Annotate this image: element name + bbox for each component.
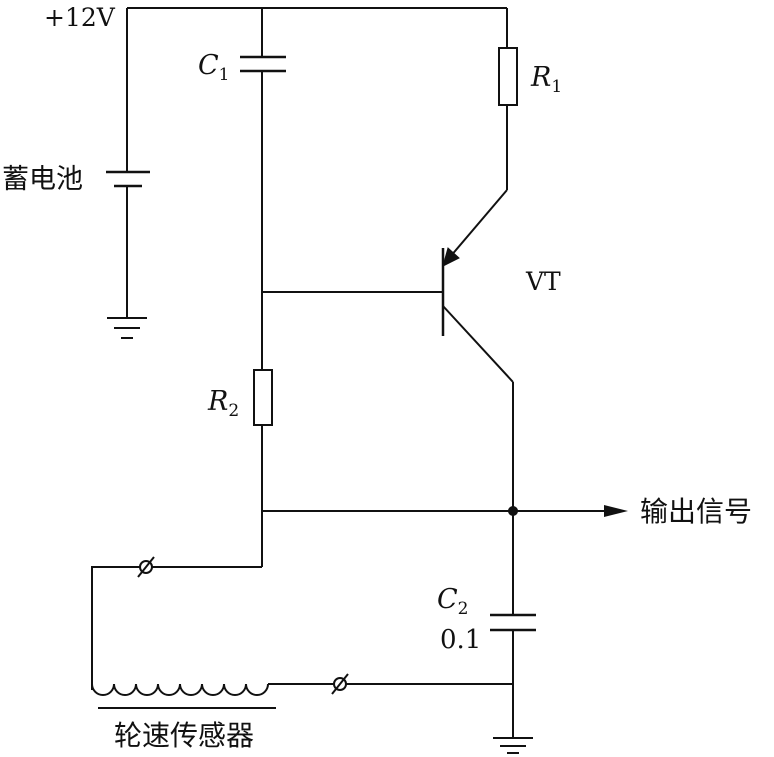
supply-label: +12V [44, 3, 116, 32]
ground-symbol-battery [107, 317, 147, 339]
transistor-vt [441, 189, 514, 511]
transistor-label: VT [525, 267, 561, 296]
battery-label: 蓄电池 [2, 164, 83, 195]
c2-value-label: 0.1 [440, 625, 481, 655]
sensor-label: 轮速传感器 [114, 719, 254, 752]
sensor-coil [91, 683, 269, 696]
r1-label: R1 [530, 62, 562, 97]
output-arrow-icon [604, 505, 628, 517]
r2-label: R2 [207, 386, 239, 421]
battery-symbol [106, 170, 150, 318]
capacitor-c2 [490, 613, 536, 632]
resistor-r2 [253, 369, 273, 426]
terminal-top-icon [137, 556, 155, 578]
capacitor-c1 [240, 55, 286, 73]
resistor-r1 [498, 47, 518, 106]
ground-symbol-c2 [493, 737, 533, 754]
c2-label: C2 [437, 584, 469, 619]
sensor-top-wire [91, 566, 262, 690]
terminal-bottom-icon [331, 673, 349, 695]
c1-label: C1 [198, 50, 230, 85]
output-label: 输出信号 [640, 495, 752, 528]
